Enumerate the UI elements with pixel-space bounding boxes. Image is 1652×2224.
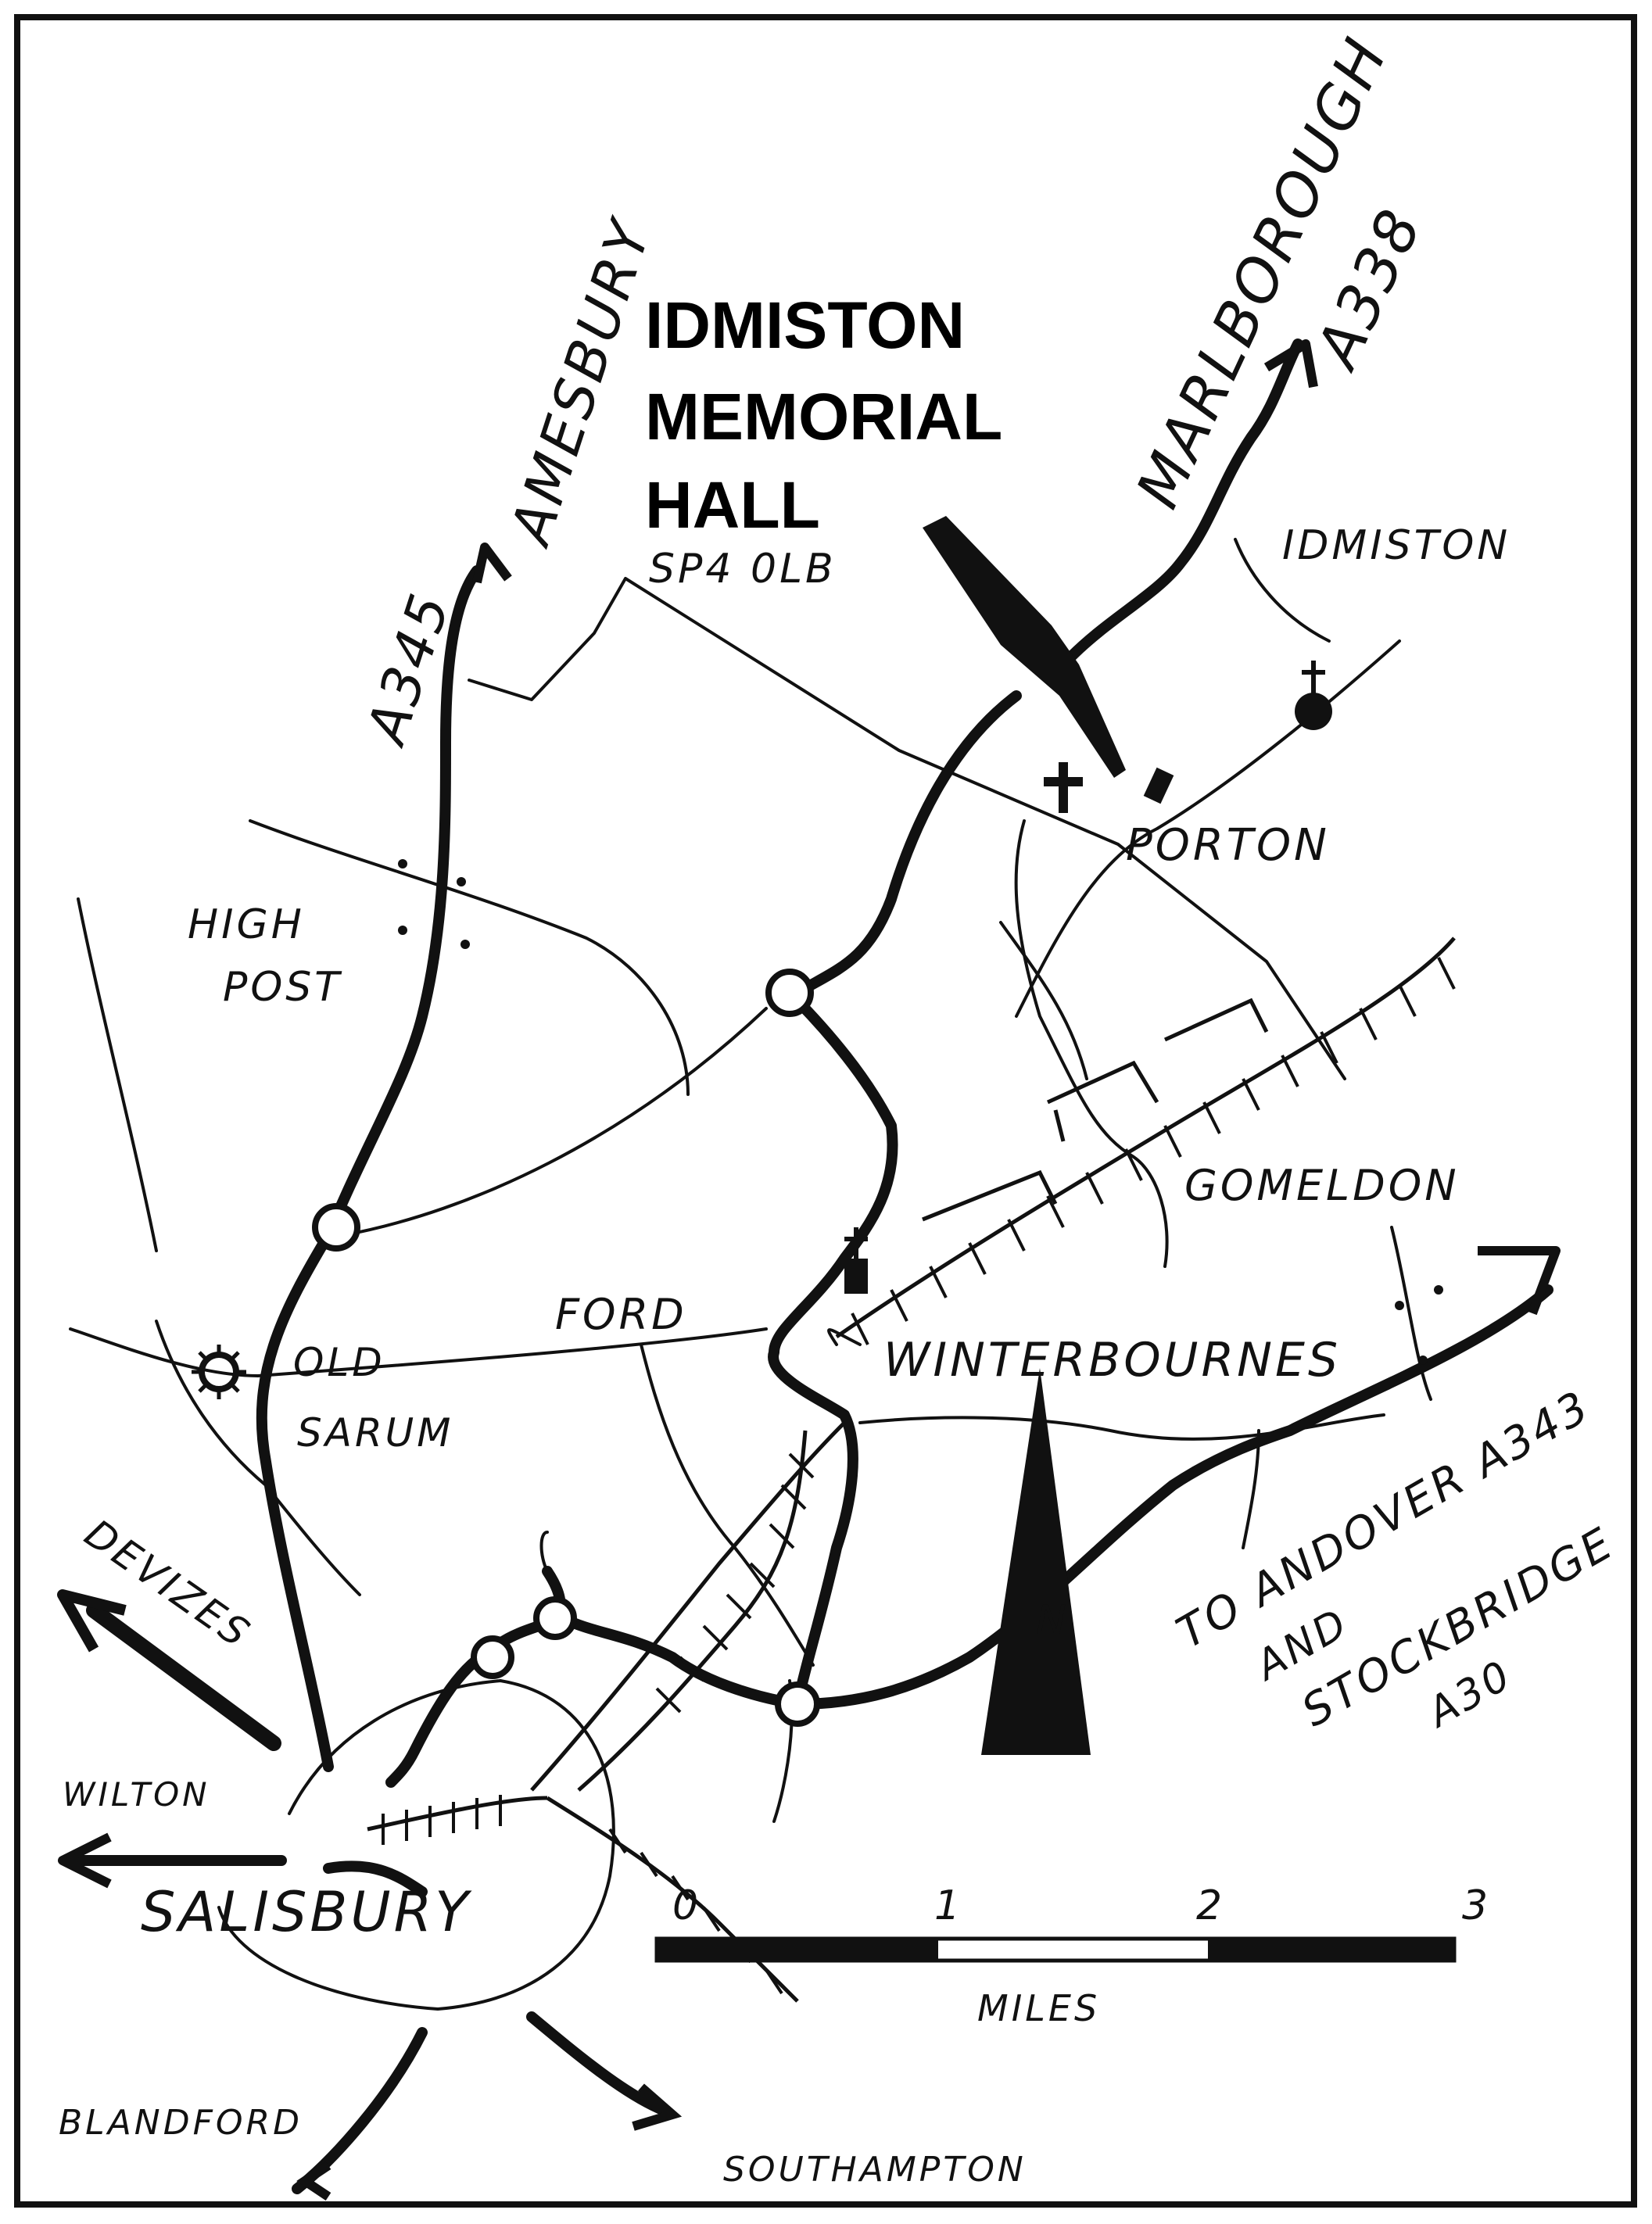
road-a345: [256, 565, 482, 1772]
north-arrow-icon: [981, 1368, 1091, 1755]
old-sarum-fort-icon: [192, 1345, 246, 1399]
title-line-2: MEMORIAL: [645, 380, 1002, 453]
label-wilton: WILTON: [63, 1775, 210, 1814]
arrow-amesbury: [472, 543, 512, 584]
railways: [367, 937, 1456, 2003]
scale-tick-0: 0: [672, 1882, 701, 1929]
hall-marker-icon: [1143, 767, 1174, 804]
salisbury-ring: [217, 1679, 615, 2011]
label-amesbury: AMESBURY: [496, 210, 665, 554]
idmiston-lane: [1234, 538, 1331, 643]
roundabout-ring-2: [471, 1635, 514, 1679]
label-to-andover: TO ANDOVER A343: [1169, 1381, 1600, 1659]
label-idmiston: IDMISTON: [1282, 522, 1510, 569]
title-line-3: HALL: [645, 468, 820, 542]
ford-south-lane: [640, 1343, 815, 1667]
minor-roads: [69, 538, 1432, 2011]
road-devizes: [86, 1603, 281, 1751]
railway-west-ticks: [382, 1795, 502, 1845]
arrow-southampton: [632, 2083, 683, 2131]
church-icon: [1295, 661, 1332, 730]
arrow-blandford: [296, 2161, 331, 2201]
railway-central-ticks: [655, 1452, 815, 1714]
label-porton: PORTON: [1126, 820, 1330, 871]
title-line-1: IDMISTON: [645, 288, 965, 362]
road-arrows: [57, 339, 1561, 2201]
arrow-devizes: [57, 1589, 127, 1653]
label-southampton: SOUTHAMPTON: [723, 2150, 1027, 2190]
porton-idmiston-road: [1015, 639, 1401, 1018]
scale-tick-2: 2: [1196, 1882, 1225, 1929]
high-post-road: [249, 819, 690, 1096]
gomeldon-branch: [999, 921, 1088, 1080]
railway-south-ticks: [608, 1828, 783, 1995]
scale-bar: [654, 1936, 1457, 1963]
road-blandford: [292, 2027, 428, 2194]
railway-central-2: [577, 1430, 808, 1792]
roundabout-porton: [765, 969, 814, 1017]
old-sarum-road: [342, 1007, 768, 1237]
arrow-marlborough: [1263, 339, 1318, 389]
church-cross-icon: [1044, 762, 1083, 813]
arrow-andover: [1478, 1246, 1561, 1316]
roundabouts: [312, 969, 820, 1727]
railway-north-east: [835, 937, 1456, 1339]
pointer-arrow-icon: [923, 516, 1126, 778]
road-a338: [1066, 338, 1303, 662]
salisbury-north-stub: [539, 1531, 549, 1573]
road-a338-south: [792, 690, 1022, 998]
label-post: POST: [223, 964, 342, 1011]
label-blandford: BLANDFORD: [59, 2103, 303, 2143]
roundabout-south-east: [775, 1681, 820, 1727]
map-border: [14, 14, 1637, 2208]
label-high: HIGH: [188, 901, 305, 948]
east-dots: [1395, 1285, 1443, 1365]
road-ring-west: [385, 1613, 568, 1788]
label-salisbury: SALISBURY: [141, 1880, 472, 1944]
winterbourne-east-lane: [858, 1413, 1385, 1441]
road-south-stub: [323, 1860, 428, 1897]
old-sarum-west-lane: [155, 1320, 361, 1596]
railway-north-east-ticks: [851, 957, 1456, 1345]
railway-west: [367, 1796, 548, 1832]
winterbourne-stub: [827, 1328, 862, 1346]
porton-road: [468, 577, 1346, 1080]
west-edge-lane: [77, 897, 158, 1252]
road-winterbournes: [768, 987, 898, 1710]
roundabout-ring-1: [533, 1596, 577, 1640]
ford-road: [69, 1327, 768, 1377]
scale-tick-1: 1: [934, 1882, 963, 1929]
label-old: OLD: [293, 1340, 385, 1385]
road-a30: [792, 1284, 1553, 1710]
scale-unit: MILES: [977, 1987, 1100, 2029]
road-southampton: [526, 2011, 670, 2116]
high-post-dots: [398, 859, 470, 949]
label-winterbournes: WINTERBOURNES: [883, 1333, 1341, 1388]
east-lane: [1390, 1226, 1432, 1401]
postcode: SP4 0LB: [649, 546, 837, 593]
scale-tick-3: 3: [1462, 1882, 1491, 1929]
railway-sidings: [922, 997, 1269, 1222]
label-devizes: DEVIZES: [77, 1510, 260, 1657]
major-roads: [256, 338, 1553, 2194]
road-ring-east: [557, 1613, 803, 1710]
label-ford: FORD: [555, 1290, 687, 1339]
arrow-wilton: [58, 1832, 112, 1889]
label-gomeldon: GOMELDON: [1184, 1161, 1460, 1210]
label-sarum: SARUM: [297, 1410, 453, 1456]
compass-label: N: [1036, 1597, 1066, 1644]
church-winterbourne-icon: [844, 1227, 868, 1294]
roundabout-old-sarum: [312, 1203, 360, 1252]
